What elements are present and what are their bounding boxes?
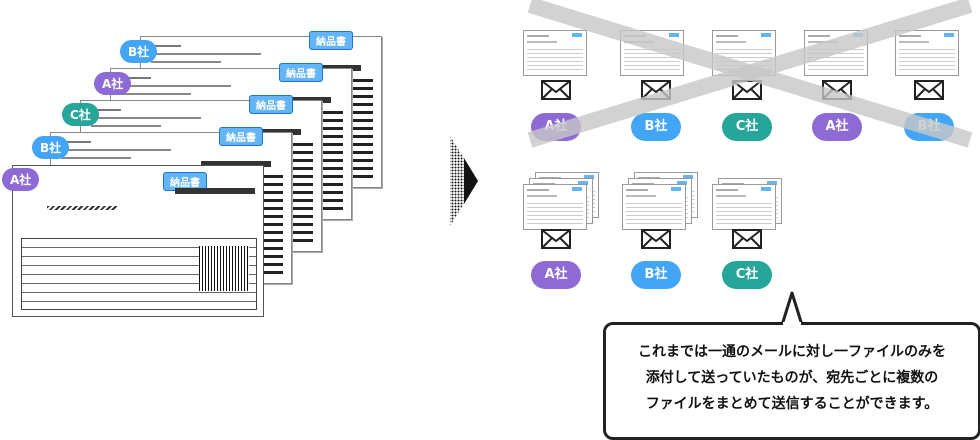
company-tag: B社 xyxy=(120,40,158,63)
recipient-pill: B社 xyxy=(631,113,681,141)
company-tag: C社 xyxy=(62,103,99,126)
mail-icon xyxy=(541,80,571,100)
mail-icon xyxy=(732,229,762,249)
invoice-front: 納品書 xyxy=(12,165,264,317)
invoice-title: 納品書 xyxy=(219,127,263,146)
recipient-pill: A社 xyxy=(531,261,581,289)
mail-icon xyxy=(541,229,571,249)
recipient-pill: A社 xyxy=(812,113,862,141)
callout-line: これまでは一通のメールに対し一ファイルのみを xyxy=(638,344,946,360)
invoice-title: 納品書 xyxy=(279,63,323,82)
invoice-title: 納品書 xyxy=(309,31,353,50)
callout-line: ファイルをまとめて送信することができます。 xyxy=(645,396,939,412)
recipient-pill: C社 xyxy=(722,261,772,289)
mail-icon xyxy=(914,80,944,100)
callout-line: 添付して送っていたものが、宛先ごとに複数の xyxy=(645,370,939,386)
cross-out-mark xyxy=(527,0,973,148)
callout-pointer xyxy=(780,291,804,326)
invoice-title: 納品書 xyxy=(249,95,293,114)
recipient-pill: B社 xyxy=(631,261,681,289)
recipient-pill: C社 xyxy=(722,113,772,141)
callout-box: これまでは一通のメールに対し一ファイルのみを 添付して送っていたものが、宛先ごと… xyxy=(603,322,980,440)
company-tag: A社 xyxy=(94,72,132,95)
mail-icon xyxy=(641,229,671,249)
company-tag: A社 xyxy=(2,168,40,191)
mail-icon xyxy=(732,80,762,100)
right-arrow-icon xyxy=(450,136,478,226)
company-tag: B社 xyxy=(32,136,70,159)
